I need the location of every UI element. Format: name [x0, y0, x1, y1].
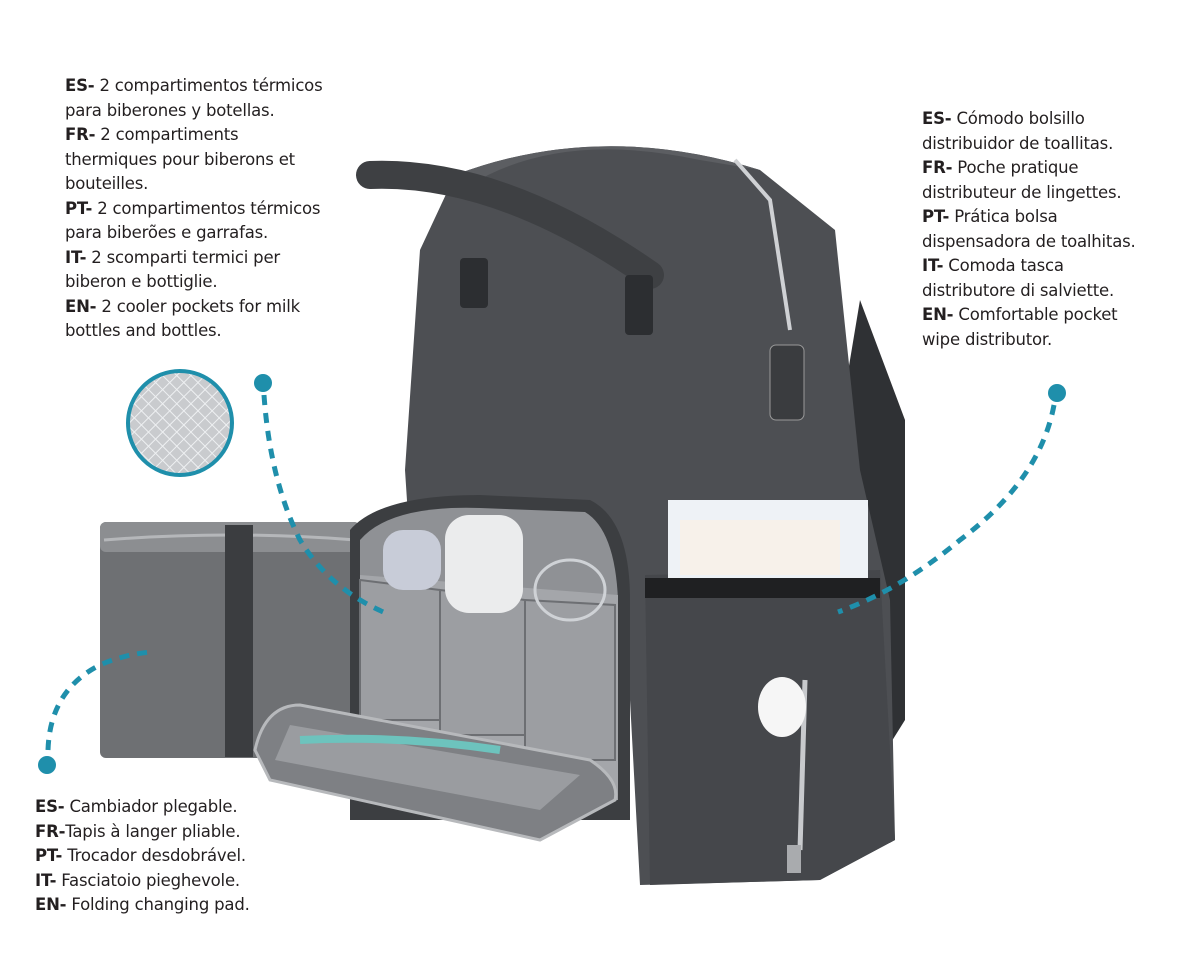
callout-text: wipe distributor. [922, 329, 1053, 349]
callout-text: Prática bolsa [949, 207, 1058, 226]
callout-text: biberon e bottiglie. [65, 272, 218, 291]
callout-text: distribuidor de toallitas. [922, 133, 1114, 153]
callout-text: Poche pratique [952, 158, 1079, 177]
language-code: IT- [65, 247, 87, 267]
callout-text: dispensadora de toalhitas. [922, 231, 1136, 251]
language-code: PT- [35, 846, 63, 865]
callout-line: IT- Fasciatoio pieghevole. [35, 869, 250, 894]
callout-text: distributore di salviette. [922, 280, 1115, 300]
changing-pad [100, 522, 360, 758]
language-code: ES- [922, 109, 952, 128]
callout-text: Comoda tasca [943, 256, 1064, 275]
language-code: IT- [922, 256, 944, 275]
callout-text: 2 compartimentos térmicos [92, 198, 321, 218]
callout-text: distributeur de lingettes. [922, 182, 1122, 202]
language-code: EN- [35, 895, 67, 914]
callout-line: distributore di salviette. [922, 279, 1136, 304]
language-code: ES- [35, 797, 65, 816]
callout-line: distribuidor de toallitas. [922, 132, 1136, 157]
callout-line: ES- 2 compartimentos térmicos [65, 74, 323, 99]
callout-text: Tapis à langer pliable. [65, 821, 241, 841]
insulated-lining-swatch [126, 369, 234, 477]
callout-line: distributeur de lingettes. [922, 181, 1136, 206]
callout-line: PT- 2 compartimentos térmicos [65, 197, 322, 222]
language-code: FR- [65, 125, 96, 144]
callout-text: bouteilles. [65, 174, 149, 193]
callout-line: wipe distributor. [922, 328, 1136, 353]
callout-text: para biberones y botellas. [65, 100, 275, 120]
callout-line: para biberones y botellas. [65, 99, 322, 124]
language-code: PT- [922, 207, 950, 226]
callout-text: bottles and bottles. [65, 321, 222, 340]
callout-line: thermiques pour biberons et [65, 148, 322, 173]
callout-text: Trocador desdobrável. [62, 846, 246, 865]
marker-dot-wipe [1048, 384, 1066, 402]
callout-line: ES- Cambiador plegable. [35, 795, 250, 820]
callout-text: 2 cooler pockets for milk [96, 296, 300, 316]
callout-line: dispensadora de toalhitas. [922, 230, 1136, 255]
callout-text: 2 compartimentos térmicos [94, 76, 323, 95]
leader-cooler-pockets [261, 394, 389, 617]
backpack [253, 146, 905, 885]
callout-line: FR-Tapis à langer pliable. [35, 820, 250, 845]
marker-dot-pad [38, 756, 56, 774]
callout-line: para biberões e garrafas. [65, 221, 322, 246]
callout-line: bottles and bottles. [65, 319, 322, 344]
language-code: PT- [65, 198, 93, 218]
callout-text: 2 compartiments [95, 125, 239, 144]
language-code: FR- [922, 158, 953, 177]
callout-text: Cómodo bolsillo [951, 109, 1085, 128]
callout-line: bouteilles. [65, 172, 322, 197]
callout-line: IT- 2 scomparti termici per [65, 246, 322, 271]
callout-text: Folding changing pad. [66, 895, 250, 914]
callout-line: ES- Cómodo bolsillo [922, 107, 1136, 132]
callout-line: FR- 2 compartiments [65, 123, 322, 148]
language-code: ES- [65, 76, 95, 95]
callout-text: thermiques pour biberons et [65, 149, 295, 169]
callout-text: Comfortable pocket [953, 305, 1118, 324]
callout-line: PT- Trocador desdobrável. [35, 844, 250, 869]
language-code: EN- [922, 305, 954, 324]
callout-line: EN- Folding changing pad. [35, 893, 250, 918]
callout-text: 2 scomparti termici per [86, 247, 280, 267]
callout-line: FR- Poche pratique [922, 156, 1136, 181]
language-code: FR- [35, 821, 66, 841]
callout-text: Fasciatoio pieghevole. [56, 870, 240, 890]
callout-line: IT- Comoda tasca [922, 254, 1136, 279]
callout-text: Cambiador plegable. [64, 797, 238, 816]
callout-line: EN- Comfortable pocket [922, 303, 1136, 328]
callout-line: EN- 2 cooler pockets for milk [65, 295, 322, 320]
changing-pad-callout: ES- Cambiador plegable.FR-Tapis à langer… [35, 795, 250, 918]
callout-text: para biberões e garrafas. [65, 223, 269, 242]
language-code: EN- [65, 296, 97, 316]
language-code: IT- [35, 870, 57, 890]
callout-line: PT- Prática bolsa [922, 205, 1136, 230]
marker-dot-cooler [254, 374, 272, 392]
leader-wipe-pocket [837, 404, 1057, 615]
callout-line: biberon e bottiglie. [65, 270, 322, 295]
